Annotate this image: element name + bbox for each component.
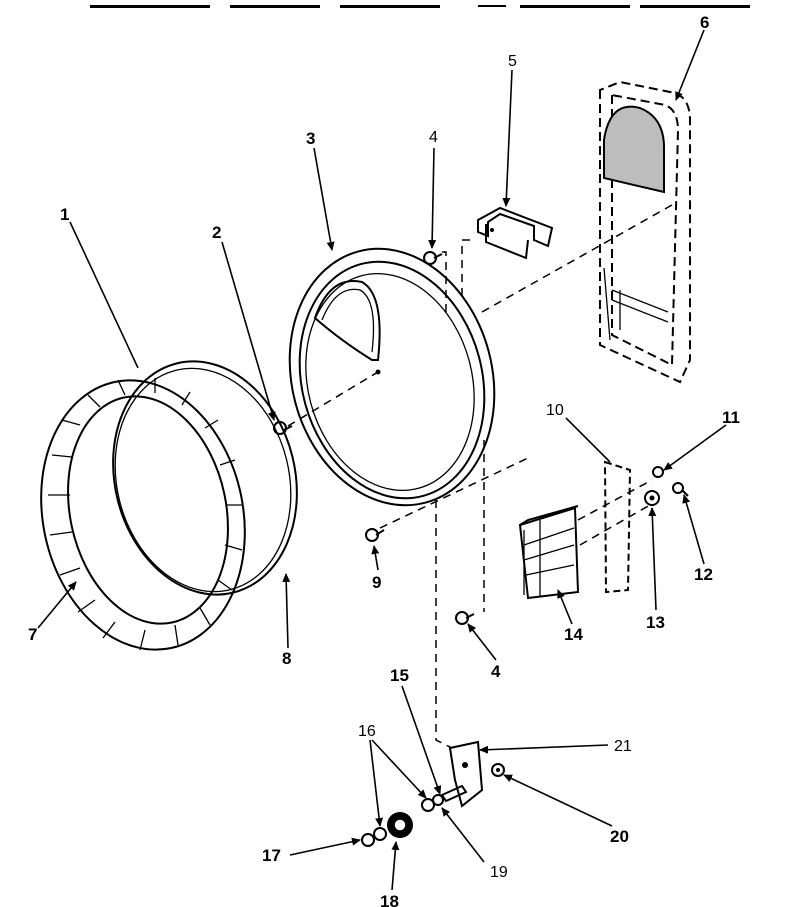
callout-labels: 1 2 3 4 4 5 6 7 8 9 10 11 12 13 14 15 16… bbox=[28, 13, 740, 907]
washer-13 bbox=[644, 490, 660, 506]
callout-17: 17 bbox=[262, 846, 281, 865]
part-21-bracket bbox=[448, 740, 484, 808]
callout-8: 8 bbox=[282, 649, 291, 668]
washer-16-left bbox=[373, 827, 387, 841]
callout-6: 6 bbox=[700, 13, 709, 32]
callout-15: 15 bbox=[390, 666, 409, 685]
callout-9: 9 bbox=[372, 573, 381, 592]
washer-17 bbox=[361, 833, 375, 847]
part-3-bulkhead bbox=[288, 247, 496, 507]
screw-4-lower bbox=[455, 611, 475, 625]
callout-19: 19 bbox=[490, 864, 508, 881]
part-6-panel bbox=[599, 80, 691, 384]
callout-12: 12 bbox=[694, 565, 713, 584]
shaft-15 bbox=[440, 784, 468, 803]
part-5-bracket bbox=[477, 206, 554, 260]
washer-16-right bbox=[421, 798, 435, 812]
callout-18: 18 bbox=[380, 892, 399, 907]
nut-20 bbox=[491, 763, 505, 777]
part-14-bracket bbox=[518, 505, 580, 600]
part-1-seal bbox=[112, 360, 298, 596]
screw-12 bbox=[672, 482, 689, 497]
callout-14: 14 bbox=[564, 625, 583, 644]
assembly-lines bbox=[287, 204, 673, 749]
callout-16: 16 bbox=[358, 723, 376, 740]
leader-lines bbox=[37, 29, 727, 891]
callout-11: 11 bbox=[722, 408, 740, 427]
callout-7: 7 bbox=[28, 625, 37, 644]
callout-20: 20 bbox=[610, 827, 629, 846]
part-10-plate bbox=[603, 460, 632, 594]
screw-4-upper bbox=[423, 251, 443, 265]
callout-3: 3 bbox=[306, 129, 315, 148]
callout-2: 2 bbox=[212, 223, 221, 242]
screw-9 bbox=[365, 528, 385, 542]
callout-4-upper: 4 bbox=[429, 129, 438, 146]
callout-21: 21 bbox=[614, 738, 632, 755]
screw-2 bbox=[273, 421, 293, 435]
callout-5: 5 bbox=[508, 53, 517, 70]
callout-10: 10 bbox=[546, 402, 564, 419]
callout-1: 1 bbox=[60, 205, 69, 224]
part-7-front-ring bbox=[40, 378, 246, 651]
callout-13: 13 bbox=[646, 613, 665, 632]
cropped-header-text bbox=[0, 0, 800, 8]
roller-18 bbox=[387, 812, 413, 838]
screw-11 bbox=[652, 466, 664, 478]
callout-4-lower: 4 bbox=[491, 662, 501, 681]
washer-19 bbox=[432, 794, 444, 806]
